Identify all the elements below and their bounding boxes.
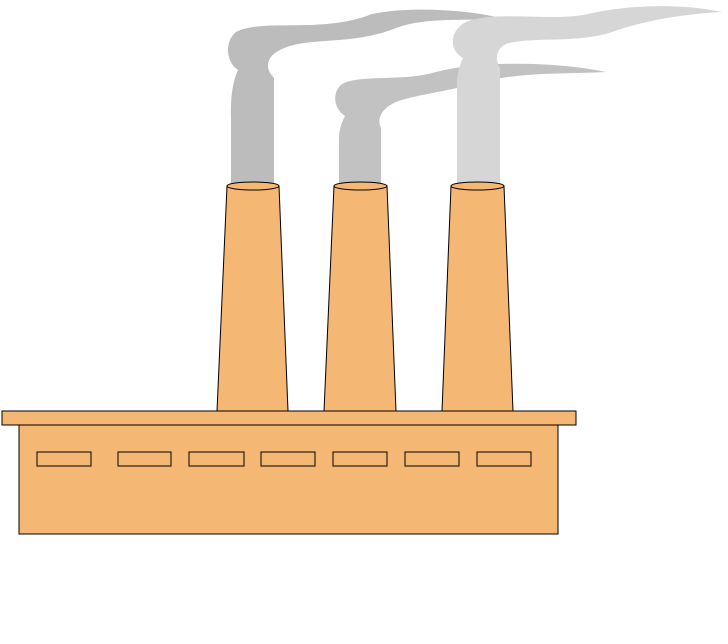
building	[1, 410, 577, 535]
chimney-group	[216, 181, 514, 412]
window	[188, 451, 245, 467]
window	[117, 451, 172, 467]
chimney-3	[441, 185, 514, 412]
chimney-1	[216, 185, 289, 412]
chimney-1-top	[226, 181, 280, 191]
smoke-plume-middle	[335, 63, 606, 186]
chimney-3-top	[450, 181, 505, 191]
window-row	[36, 451, 532, 467]
window	[404, 451, 460, 467]
roof-ledge	[1, 410, 577, 426]
smoke-plume-left	[227, 9, 500, 187]
smoke-plume-right	[452, 6, 722, 187]
chimney-2-top	[333, 181, 388, 191]
window	[476, 451, 532, 467]
window	[332, 451, 388, 467]
chimney-2	[323, 185, 397, 412]
smoke-group	[227, 6, 722, 187]
building-body	[18, 423, 559, 535]
window	[36, 451, 92, 467]
window	[260, 451, 316, 467]
